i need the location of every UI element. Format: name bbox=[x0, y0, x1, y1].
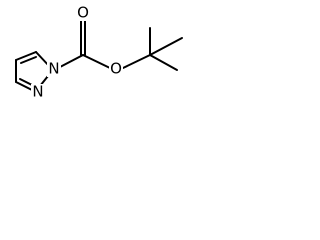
carbonyl-o-label-bg bbox=[76, 5, 90, 21]
bond-c5-c4 bbox=[15, 51, 37, 61]
structure-canvas: N N O O bbox=[0, 0, 210, 122]
atom-labels: N N O O bbox=[31, 4, 123, 101]
boc-group bbox=[59, 19, 183, 71]
bond-tert-c-methyl-right bbox=[149, 37, 183, 56]
bond-c5-c4-double bbox=[20, 56, 37, 64]
bond-n1-carbonyl-c bbox=[59, 54, 84, 68]
ester-o-label-bg bbox=[109, 61, 123, 77]
ring-n1-label: N bbox=[48, 60, 59, 78]
bond-ester-o-tert-c bbox=[122, 54, 151, 69]
ring-n2-label: N bbox=[32, 83, 43, 101]
bond-tert-c-methyl-lower bbox=[149, 54, 178, 71]
molecule-drawing: N N O O bbox=[15, 4, 183, 101]
ring-n1-label-bg bbox=[47, 61, 61, 77]
carbonyl-o-label: O bbox=[77, 4, 89, 22]
ring-n2-label-bg bbox=[31, 84, 45, 100]
ester-o-label: O bbox=[110, 60, 122, 78]
bond-carbonyl-c-ester-o bbox=[82, 54, 111, 69]
